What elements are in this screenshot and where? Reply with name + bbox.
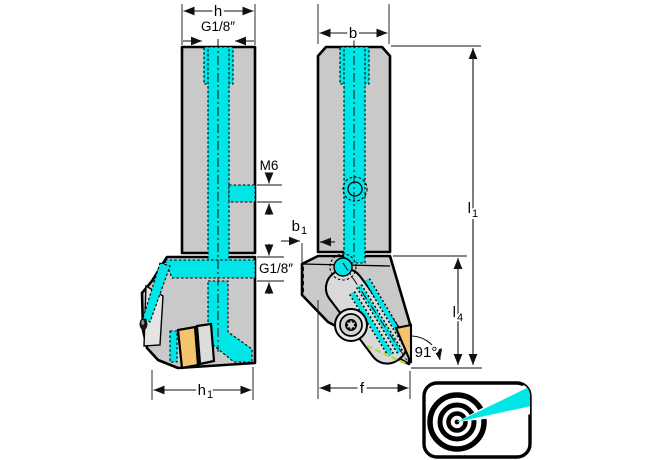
dim-f: f bbox=[317, 300, 411, 400]
dim-f-label: f bbox=[360, 380, 365, 397]
coolant-entry-hole bbox=[333, 257, 353, 277]
dim-angle-label: 91° bbox=[415, 344, 438, 361]
cutting-edge-line bbox=[366, 344, 408, 366]
dim-g18-side-label: G1/8″ bbox=[259, 261, 293, 276]
dim-b1: b 1 bbox=[281, 216, 335, 263]
dim-b-label: b bbox=[349, 25, 357, 42]
coolant-entry-outline bbox=[329, 253, 357, 281]
coolant-m6-branch bbox=[228, 184, 256, 203]
dim-l1: l 1 bbox=[391, 45, 481, 365]
coolant-insert-channel-front bbox=[169, 330, 178, 363]
coolant-head-port-front bbox=[164, 259, 256, 279]
cutting-insert-side bbox=[394, 323, 413, 364]
dim-g18-top: G1/8″ bbox=[183, 17, 254, 46]
dim-l1-subscript: 1 bbox=[472, 208, 478, 220]
front-view: h G1/8″ M6 G1/8″ h bbox=[139, 1, 296, 403]
dim-b1-subscript: 1 bbox=[301, 225, 307, 237]
dim-angle: 91° bbox=[411, 335, 443, 364]
dim-g18-side: G1/8″ bbox=[257, 244, 296, 294]
dim-g18-top-label: G1/8″ bbox=[201, 19, 235, 34]
centerline-head-axis bbox=[342, 262, 409, 363]
m6-plug-hole-outline bbox=[342, 176, 368, 202]
dim-h: h bbox=[181, 1, 256, 45]
dim-b1-label: b bbox=[292, 218, 300, 235]
dim-l1-label: l bbox=[468, 200, 471, 217]
dim-h1: h 1 bbox=[151, 367, 254, 403]
clamp-screw-hole-highlight bbox=[141, 320, 145, 325]
coolant-jet-target-icon bbox=[427, 383, 530, 452]
cutting-insert-front bbox=[176, 325, 200, 370]
side-view: b b 1 l 1 l 4 91° bbox=[281, 4, 482, 400]
coolant-clamp-channel-front bbox=[142, 262, 171, 323]
coolant-outlet-channel-front bbox=[207, 280, 253, 363]
dim-h1-subscript: 1 bbox=[207, 389, 213, 401]
dim-l4-label: l bbox=[453, 304, 456, 321]
dim-l4-subscript: 4 bbox=[457, 312, 463, 324]
dim-h1-label: h bbox=[198, 382, 206, 399]
dim-b: b bbox=[317, 4, 390, 45]
dim-m6-label: M6 bbox=[260, 158, 279, 173]
dim-m6: M6 bbox=[257, 156, 282, 215]
m6-plug-hole bbox=[347, 181, 363, 197]
insert-clamp-wedge bbox=[195, 322, 216, 366]
dim-h-label: h bbox=[214, 3, 222, 20]
dim-l4: l 4 bbox=[393, 255, 467, 365]
clamp-screw bbox=[334, 308, 368, 342]
coolant-badge bbox=[422, 381, 532, 459]
